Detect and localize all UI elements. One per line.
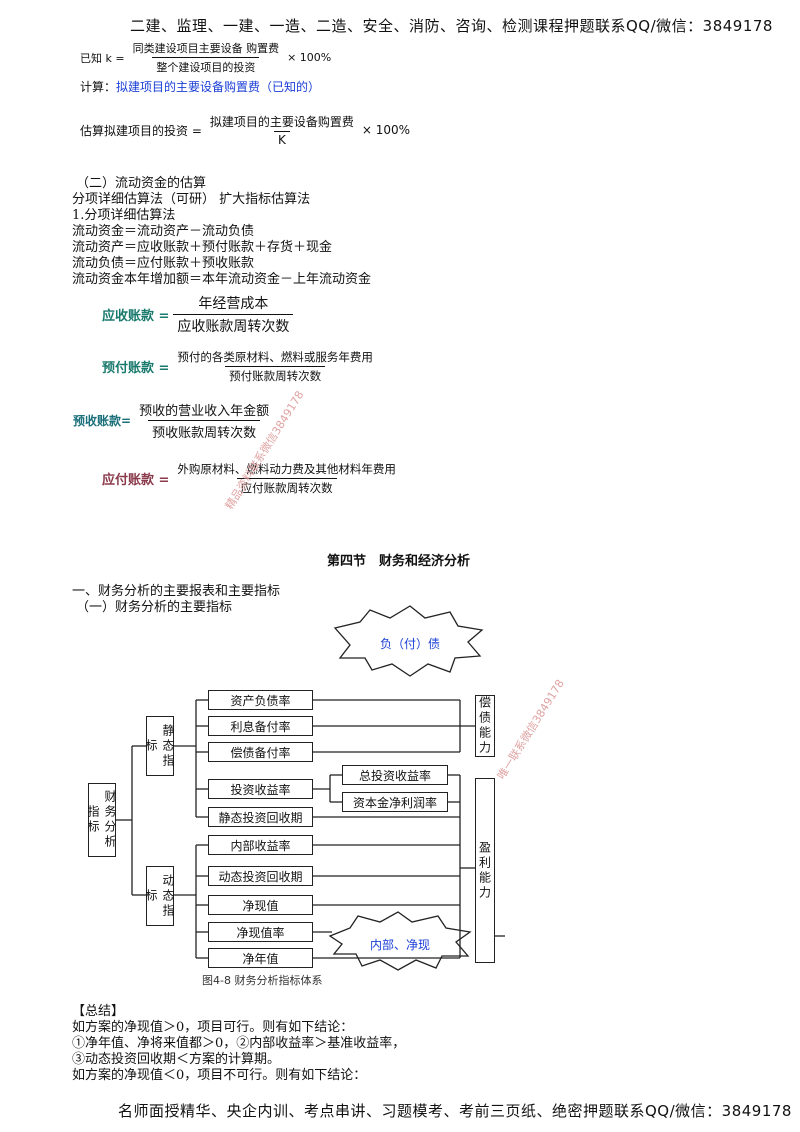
dynamic-box: 动态指标 bbox=[144, 866, 175, 926]
summary-line: ③动态投资回收期＜方案的计算期。 bbox=[72, 1052, 281, 1067]
indicator-box: 静态投资回收期 bbox=[208, 807, 313, 827]
indicator-box: 资产负债率 bbox=[208, 690, 313, 710]
indicator-box: 偿债备付率 bbox=[208, 742, 313, 762]
prepaid-label: 预付账款 = bbox=[102, 361, 170, 376]
summary-line: ①净年值、净将来值都＞0，②内部收益率＞基准收益率， bbox=[72, 1036, 406, 1051]
formula-receivable: 应收账款 = 年经营成本 应收账款周转次数 bbox=[102, 293, 297, 336]
receivable-denominator: 应收账款周转次数 bbox=[173, 314, 294, 336]
advance-numerator: 预收的营业收入年金额 bbox=[139, 404, 270, 419]
wc-line: 流动资产＝应收账款＋预付账款＋存货＋现金 bbox=[72, 240, 333, 255]
wc-line: 分项详细估算法（可研） 扩大指标估算法 bbox=[72, 192, 311, 207]
payable-numerator: 外购原材料、燃料动力费及其他材料年费用 bbox=[177, 462, 396, 476]
wc-line: 流动资金本年增加额＝本年流动资金－上年流动资金 bbox=[72, 272, 372, 287]
prepaid-numerator: 预付的各类原材料、燃料或服务年费用 bbox=[177, 350, 373, 364]
formula-k-suffix: × 100% bbox=[287, 51, 332, 64]
callout-top: 负（付）债 bbox=[380, 637, 441, 651]
indicator-box: 净现值 bbox=[208, 895, 313, 915]
payable-label: 应付账款 = bbox=[102, 473, 170, 488]
wc-line: 流动负债＝应付账款＋预收账款 bbox=[72, 256, 255, 271]
formula-invest: 估算拟建项目的投资 = 拟建项目的主要设备购置费 K × 100% bbox=[80, 113, 410, 147]
working-capital-title: （二）流动资金的估算 bbox=[76, 176, 207, 191]
formula-k-denominator: 整个建设项目的投资 bbox=[152, 57, 260, 75]
roi-box: 资本金净利润率 bbox=[342, 792, 448, 812]
formula-prepaid: 预付账款 = 预付的各类原材料、燃料或服务年费用 预付账款周转次数 bbox=[102, 349, 381, 384]
page-footer: 名师面授精华、央企内训、考点串讲、习题模考、考前三页纸、绝密押题联系QQ/微信：… bbox=[118, 1102, 792, 1120]
indicator-box: 动态投资回收期 bbox=[208, 866, 313, 886]
page-header: 二建、监理、一建、一造、二造、安全、消防、咨询、检测课程押题联系QQ/微信：38… bbox=[130, 17, 773, 35]
section-title: 第四节 财务和经济分析 bbox=[327, 554, 471, 569]
wc-line: 1.分项详细估算法 bbox=[72, 208, 176, 223]
section-sub1: 一、财务分析的主要报表和主要指标 bbox=[72, 584, 281, 599]
indicator-box: 净年值 bbox=[208, 948, 313, 968]
formula-payable: 应付账款 = 外购原材料、燃料动力费及其他材料年费用 应付账款周转次数 bbox=[102, 461, 404, 496]
advance-label: 预收账款= bbox=[73, 414, 132, 428]
formula-k: 已知 k = 同类建设项目主要设备 购置费 整个建设项目的投资 × 100% bbox=[80, 40, 331, 75]
indicator-box: 利息备付率 bbox=[208, 716, 313, 736]
formula-k-numerator: 同类建设项目主要设备 购置费 bbox=[132, 42, 280, 55]
formula-invest-denominator: K bbox=[273, 131, 290, 147]
formula-invest-prefix: 估算拟建项目的投资 = bbox=[80, 123, 202, 138]
roi-box: 总投资收益率 bbox=[342, 765, 448, 785]
prepaid-denominator: 预付账款周转次数 bbox=[225, 366, 326, 384]
formula-k-prefix: 已知 k = bbox=[80, 51, 125, 65]
calc-note: （已知的） bbox=[260, 80, 321, 94]
indicator-box: 投资收益率 bbox=[208, 779, 313, 799]
callout-bottom: 内部、净现 bbox=[370, 938, 431, 952]
dynamic-label: 动态指标 bbox=[144, 873, 175, 919]
diagram-connectors bbox=[116, 605, 505, 971]
formula-invest-numerator: 拟建项目的主要设备购置费 bbox=[209, 115, 354, 129]
receivable-numerator: 年经营成本 bbox=[198, 296, 269, 312]
debt-ability-label: 偿债能力 bbox=[477, 696, 492, 756]
profit-ability-box: 盈利能力 bbox=[475, 778, 495, 963]
calc-label: 计算： bbox=[80, 80, 117, 94]
static-box: 静态指标 bbox=[144, 716, 175, 776]
diagram-caption: 图4-8 财务分析指标体系 bbox=[202, 974, 323, 987]
summary-title: 【总结】 bbox=[72, 1004, 125, 1019]
formula-invest-suffix: × 100% bbox=[361, 123, 411, 137]
summary-line: 如方案的净现值＜0，项目不可行。则有如下结论： bbox=[72, 1068, 367, 1083]
receivable-label: 应收账款 = bbox=[102, 309, 170, 324]
debt-ability-box: 偿债能力 bbox=[475, 695, 495, 757]
section-sub2: （一）财务分析的主要指标 bbox=[76, 600, 233, 615]
advance-denominator: 预收账款周转次数 bbox=[148, 420, 261, 441]
profit-ability-label: 盈利能力 bbox=[477, 840, 492, 901]
static-label: 静态指标 bbox=[144, 723, 175, 769]
calc-line: 计算：拟建项目的主要设备购置费（已知的） bbox=[80, 78, 320, 95]
root-box: 财务分析指标 bbox=[86, 783, 117, 857]
summary-line: 如方案的净现值＞0，项目可行。则有如下结论： bbox=[72, 1020, 354, 1035]
formula-advance: 预收账款= 预收的营业收入年金额 预收账款周转次数 bbox=[73, 400, 277, 441]
root-label: 财务分析指标 bbox=[86, 790, 117, 850]
indicator-box: 净现值率 bbox=[208, 922, 313, 942]
indicator-box: 内部收益率 bbox=[208, 835, 313, 855]
wc-line: 流动资金＝流动资产－流动负债 bbox=[72, 224, 255, 239]
calc-text: 拟建项目的主要设备购置费 bbox=[116, 80, 261, 94]
payable-denominator: 应付账款周转次数 bbox=[236, 478, 337, 496]
